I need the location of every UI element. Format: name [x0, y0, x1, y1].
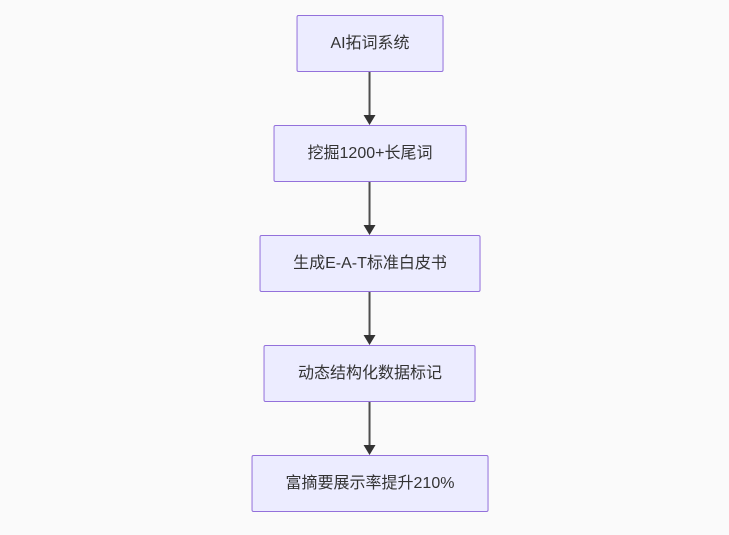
arrow-down-icon	[363, 402, 377, 455]
arrowhead-icon	[364, 335, 376, 345]
arrow-down-icon	[363, 182, 377, 235]
arrow-shaft	[369, 182, 371, 225]
arrow-shaft	[369, 292, 371, 335]
flow-node-structured-data-markup: 动态结构化数据标记	[263, 345, 476, 402]
flow-node-longtail-mining: 挖掘1200+长尾词	[273, 125, 467, 182]
arrow-shaft	[369, 402, 371, 445]
flow-node-rich-snippet-result: 富摘要展示率提升210%	[251, 455, 489, 512]
arrow-down-icon	[363, 72, 377, 125]
flow-node-eat-whitepaper: 生成E-A-T标准白皮书	[259, 235, 481, 292]
arrowhead-icon	[364, 445, 376, 455]
flow-node-ai-word-expansion: AI拓词系统	[296, 15, 444, 72]
arrow-shaft	[369, 72, 371, 115]
arrowhead-icon	[364, 225, 376, 235]
flowchart-column: AI拓词系统 挖掘1200+长尾词 生成E-A-T标准白皮书 动态结构化数据标记…	[251, 15, 489, 512]
arrowhead-icon	[364, 115, 376, 125]
arrow-down-icon	[363, 292, 377, 345]
